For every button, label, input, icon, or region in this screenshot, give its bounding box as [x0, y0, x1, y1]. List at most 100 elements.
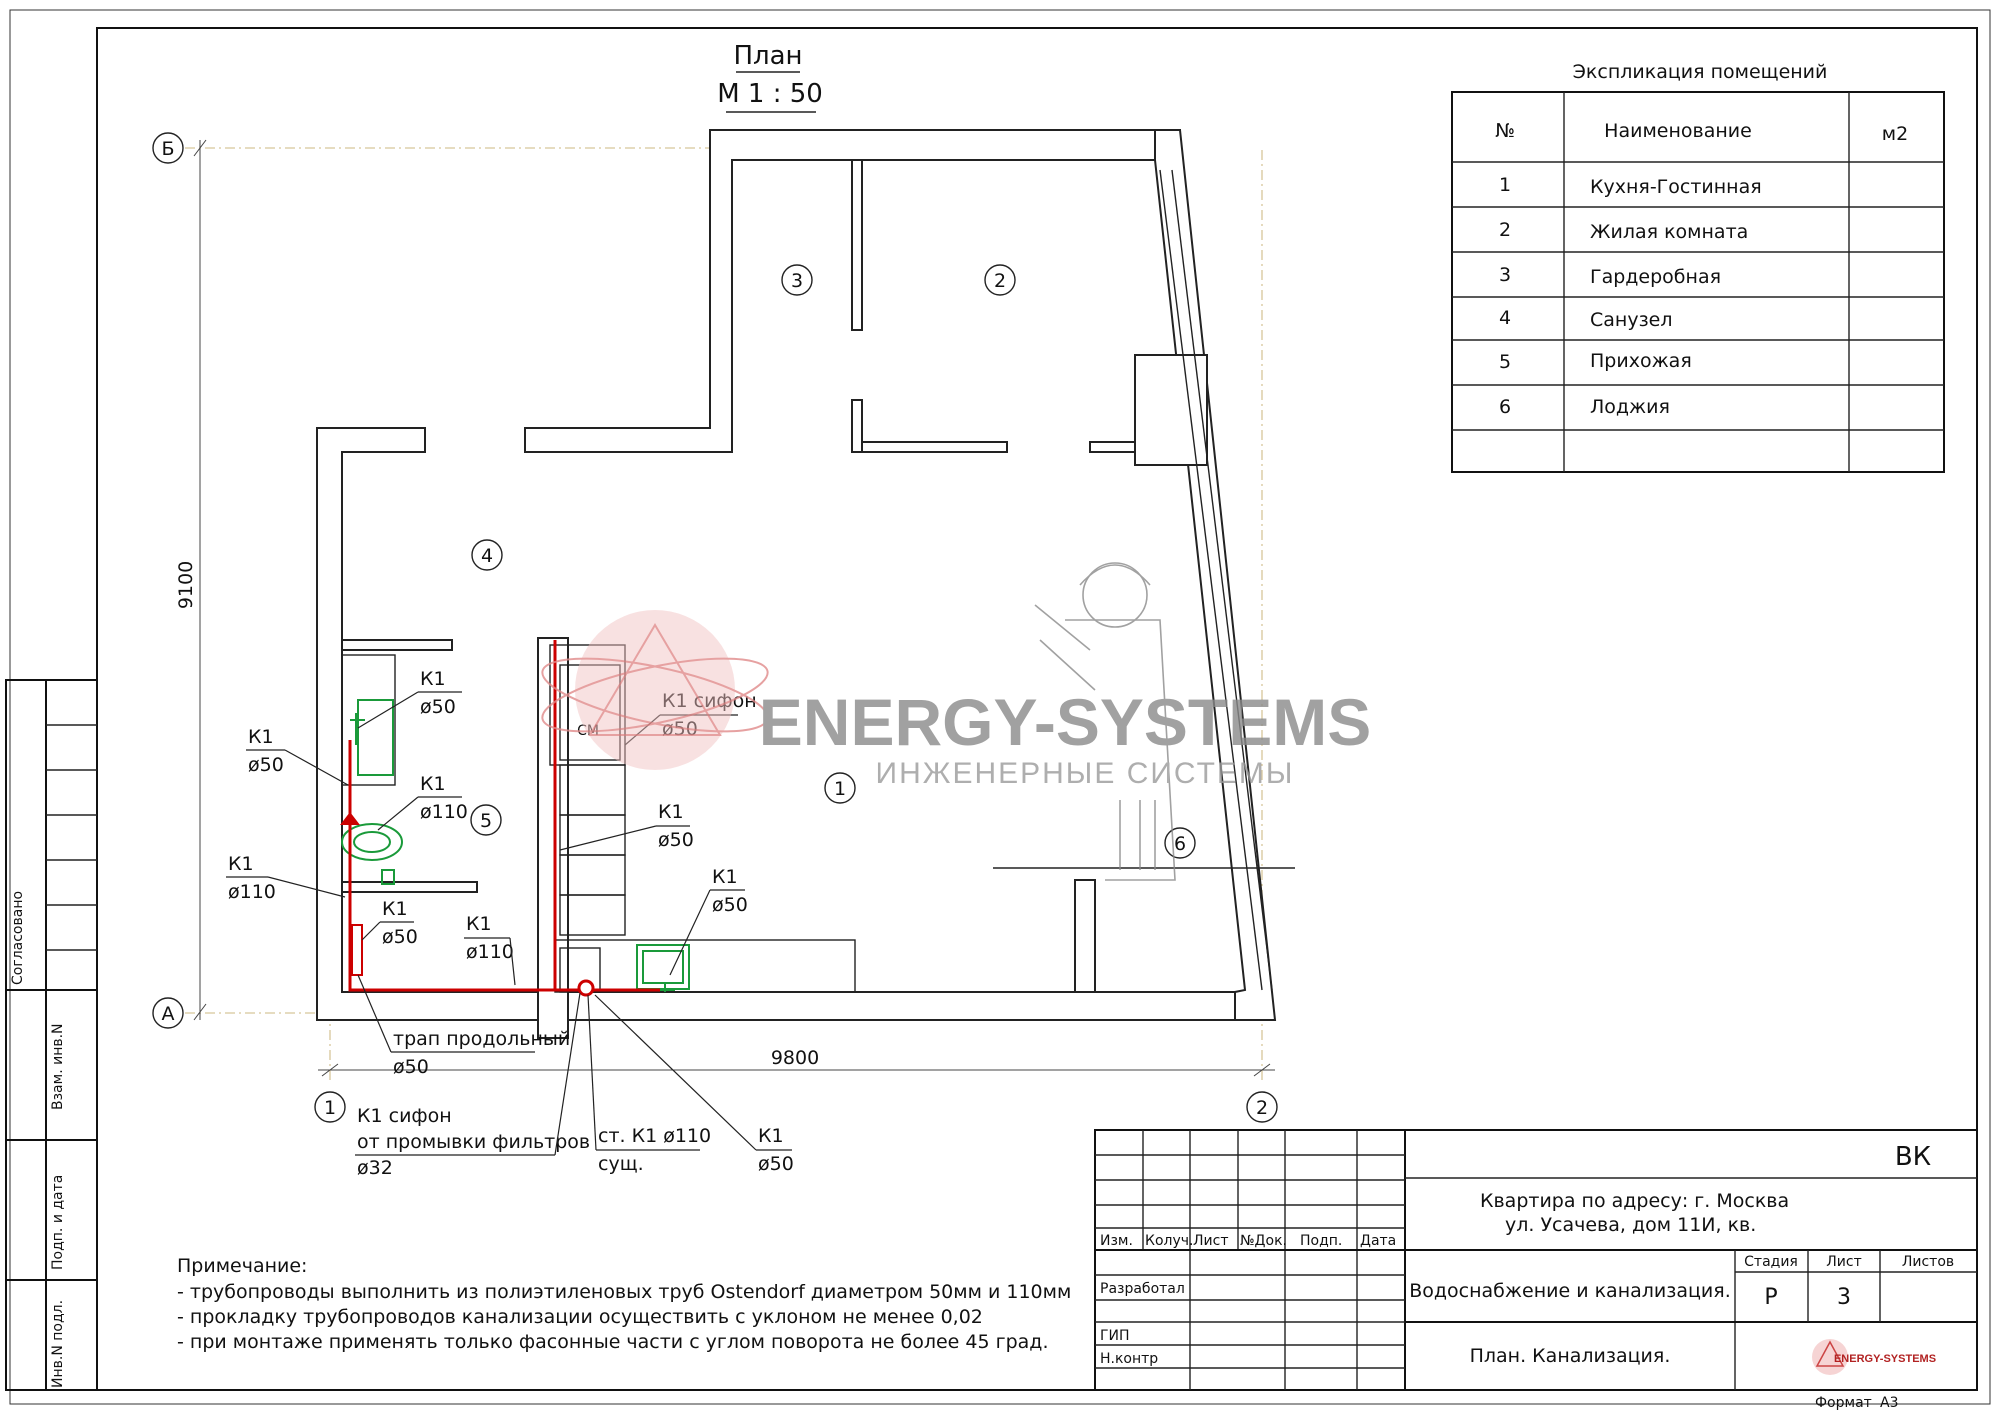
annotation-sink-k1-50: К1 ø50	[669, 866, 748, 976]
notes-block: Примечание: - трубопроводы выполнить из …	[177, 1255, 1071, 1353]
side-stamp-vzam-inv: Взам. инв.N	[50, 1023, 66, 1110]
explication-row-1-name: Кухня-Гостинная	[1590, 176, 1762, 198]
svg-text:К1: К1	[420, 773, 446, 795]
dimension-width: 9800	[318, 1047, 1275, 1077]
sheet-outer-frame	[9, 9, 1991, 1405]
title-block: Изм. Колуч. Лист №Док. Подп. Дата Разраб…	[1094, 1129, 1978, 1411]
explication-table: Экспликация помещений № Наименование м2 …	[1451, 61, 1945, 473]
kitchen-sink	[636, 944, 690, 992]
svg-text:К1: К1	[658, 801, 684, 823]
stamp-stadia-value: Р	[1764, 1285, 1777, 1310]
axis-label-b: Б	[161, 138, 174, 160]
stamp-format-value: А3	[1880, 1395, 1898, 1411]
svg-text:ø110: ø110	[420, 801, 468, 823]
annotation-bathroom-k1-110: К1 ø110	[464, 913, 516, 986]
room-bubble-5-label: 5	[480, 810, 492, 832]
annotation-left-k1-110: К1 ø110	[226, 853, 346, 903]
explication-row-3-name: Гардеробная	[1590, 266, 1721, 288]
room-bubble-1: 1	[824, 772, 856, 804]
svg-text:К1: К1	[466, 913, 492, 935]
stamp-listov-label: Листов	[1902, 1254, 1954, 1270]
svg-text:трап продольный: трап продольный	[393, 1028, 570, 1050]
notes-heading: Примечание:	[177, 1255, 307, 1277]
explication-row-6-name: Лоджия	[1590, 396, 1670, 418]
svg-text:К1 сифон: К1 сифон	[662, 690, 757, 712]
svg-text:сущ.: сущ.	[598, 1153, 644, 1175]
axis-bubble-2: 2	[1246, 1091, 1278, 1123]
svg-text:ø50: ø50	[758, 1153, 794, 1175]
room-bubble-6-label: 6	[1174, 833, 1186, 855]
axis-label-1: 1	[324, 1097, 336, 1119]
room-bubble-4: 4	[471, 539, 503, 571]
stamp-logo-text: ENERGY-SYSTEMS	[1834, 1353, 1936, 1365]
dimension-height: 9100	[175, 139, 207, 1021]
stamp-col-izm: Изм.	[1100, 1233, 1133, 1249]
svg-text:ø50: ø50	[420, 696, 456, 718]
explication-header-area: м2	[1882, 123, 1908, 145]
side-stamp: Согласовано Взам. инв.N Подп. и дата Инв…	[5, 679, 98, 1391]
svg-text:К1: К1	[758, 1125, 784, 1147]
axis-bubble-b: Б	[152, 132, 184, 164]
annotation-riser: ст. К1 ø110 сущ.	[587, 994, 711, 1175]
annotation-trap-k1-50: К1 ø50	[361, 898, 418, 948]
notes-item-1: - трубопроводы выполнить из полиэтиленов…	[177, 1281, 1071, 1303]
toilet-fixture	[341, 823, 403, 885]
svg-text:от промывки фильтров: от промывки фильтров	[357, 1131, 590, 1153]
plan-title-line2: М 1 : 50	[717, 79, 823, 109]
explication-row-5-name: Прихожая	[1590, 350, 1692, 372]
room-bubble-6: 6	[1164, 827, 1196, 859]
notes-item-2: - прокладку трубопроводов канализации ос…	[177, 1306, 983, 1328]
sewage-pipes	[340, 640, 660, 997]
explication-row-3-no: 3	[1499, 264, 1511, 286]
svg-text:ø110: ø110	[466, 941, 514, 963]
svg-text:ø50: ø50	[712, 894, 748, 916]
watermark-logo-glow	[575, 610, 735, 770]
dimension-width-value: 9800	[771, 1047, 819, 1069]
svg-text:ст. К1 ø110: ст. К1 ø110	[598, 1125, 711, 1147]
stamp-row-gip: ГИП	[1100, 1328, 1130, 1344]
explication-row-4-name: Санузел	[1590, 309, 1673, 331]
explication-title: Экспликация помещений	[1573, 61, 1828, 83]
annotation-left-k1-50: К1 ø50	[246, 726, 349, 786]
stamp-logo: ENERGY-SYSTEMS	[1812, 1339, 1936, 1375]
annotation-siphon-filters: К1 сифон от промывки фильтров ø32	[355, 992, 590, 1179]
side-stamp-inv-podl: Инв.N подл.	[50, 1300, 66, 1388]
explication-row-1-no: 1	[1499, 174, 1511, 196]
stamp-code: ВК	[1895, 1142, 1931, 1172]
stamp-format-label: Формат	[1815, 1395, 1872, 1411]
annotation-toilet-k1-110: К1 ø110	[377, 773, 468, 831]
stamp-sheet-title: План. Канализация.	[1470, 1345, 1671, 1367]
explication-row-4-no: 4	[1499, 307, 1511, 329]
annotation-washbasin-k1-50: К1 ø50	[357, 668, 462, 729]
explication-row-2-name: Жилая комната	[1590, 221, 1748, 243]
annotation-riser-k1-50: К1 ø50	[594, 994, 794, 1175]
explication-row-2-no: 2	[1499, 219, 1511, 241]
watermark-subtitle: ИНЖЕНЕРНЫЕ СИСТЕМЫ	[876, 757, 1295, 790]
notes-item-3: - при монтаже применять только фасонные …	[177, 1331, 1049, 1353]
explication-row-6-no: 6	[1499, 396, 1511, 418]
stamp-project-title: Водоснабжение и канализация.	[1409, 1280, 1731, 1302]
explication-header-name: Наименование	[1604, 120, 1752, 142]
svg-text:ø32: ø32	[357, 1157, 393, 1179]
stamp-row-nkontr: Н.контр	[1100, 1351, 1158, 1367]
room-bubble-4-label: 4	[481, 545, 493, 567]
stamp-row-razrabotal: Разработал	[1100, 1281, 1185, 1297]
stamp-col-podp: Подп.	[1300, 1233, 1342, 1249]
side-stamp-podp-data: Подп. и дата	[50, 1175, 66, 1270]
svg-text:ø50: ø50	[382, 926, 418, 948]
stamp-address-line2: ул. Усачева, дом 11И, кв.	[1505, 1214, 1756, 1236]
room-bubble-1-label: 1	[834, 778, 846, 800]
svg-text:К1: К1	[382, 898, 408, 920]
svg-text:К1: К1	[248, 726, 274, 748]
side-stamp-soglasovano: Согласовано	[10, 891, 26, 985]
explication-row-5-no: 5	[1499, 351, 1511, 373]
bathroom-washbasin	[350, 699, 394, 776]
stamp-address-line1: Квартира по адресу: г. Москва	[1480, 1190, 1789, 1212]
svg-text:ø50: ø50	[658, 829, 694, 851]
stamp-list-value: 3	[1837, 1285, 1851, 1310]
axis-label-a: А	[162, 1003, 175, 1025]
svg-text:К1 сифон: К1 сифон	[357, 1105, 452, 1127]
floor-trap	[351, 924, 363, 976]
svg-text:К1: К1	[228, 853, 254, 875]
